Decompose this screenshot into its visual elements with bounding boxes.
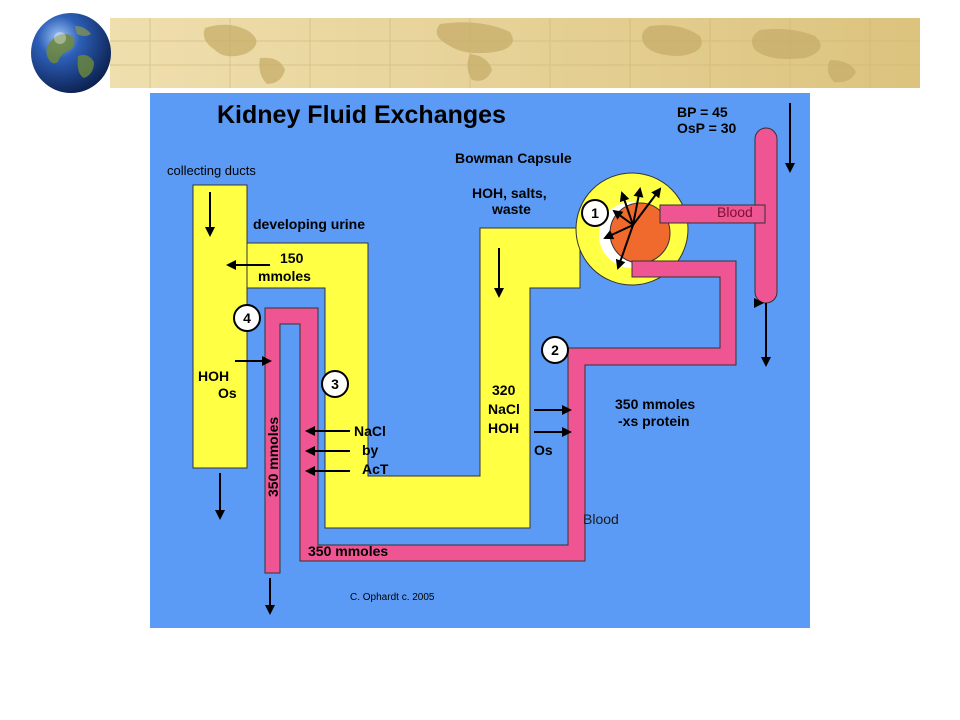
- marker-4: 4: [243, 310, 251, 326]
- blood-label-bottom: Blood: [583, 511, 619, 527]
- marker-3: 3: [331, 376, 339, 392]
- nacl-320-line2: NaCl: [488, 401, 520, 417]
- mmoles-150-line1: 150: [280, 250, 304, 266]
- developing-urine-label: developing urine: [253, 216, 365, 232]
- world-map-banner: [110, 18, 920, 88]
- globe-icon: [31, 13, 111, 93]
- step-markers: 1 2 3 4: [233, 199, 609, 398]
- nacl-label: NaCl: [354, 423, 386, 439]
- kidney-diagram: Kidney Fluid Exchanges BP = 45 OsP = 30: [150, 93, 810, 628]
- diagram-title: Kidney Fluid Exchanges: [217, 101, 506, 129]
- protein-label-line1: 350 mmoles: [615, 396, 695, 412]
- credit-label: C. Ophardt c. 2005: [350, 592, 435, 603]
- bowman-capsule-label: Bowman Capsule: [455, 150, 572, 166]
- marker-1: 1: [591, 205, 599, 221]
- filtrate-label-line1: HOH, salts,: [472, 185, 547, 201]
- bp-label: BP = 45: [677, 104, 728, 120]
- flow-arrows: [205, 103, 795, 615]
- mmoles-350-vertical: 350 mmoles: [265, 417, 281, 497]
- protein-label-line2: -xs protein: [618, 413, 690, 429]
- hoh-left-label: HOH: [198, 368, 229, 384]
- blood-label-top: Blood: [717, 204, 753, 220]
- nacl-320-line3: HOH: [488, 420, 519, 436]
- nacl-320-line1: 320: [492, 382, 516, 398]
- by-label: by: [362, 442, 379, 458]
- mmoles-350-bottom: 350 mmoles: [308, 543, 388, 559]
- filtrate-label-line2: waste: [491, 201, 531, 217]
- marker-2: 2: [551, 342, 559, 358]
- os-left-label: Os: [218, 385, 237, 401]
- collecting-ducts-label: collecting ducts: [167, 163, 256, 178]
- blood-vessels: [264, 127, 778, 574]
- os-right-label: Os: [534, 442, 553, 458]
- mmoles-150-line2: mmoles: [258, 268, 311, 284]
- osp-label: OsP = 30: [677, 120, 737, 136]
- act-label: AcT: [362, 461, 389, 477]
